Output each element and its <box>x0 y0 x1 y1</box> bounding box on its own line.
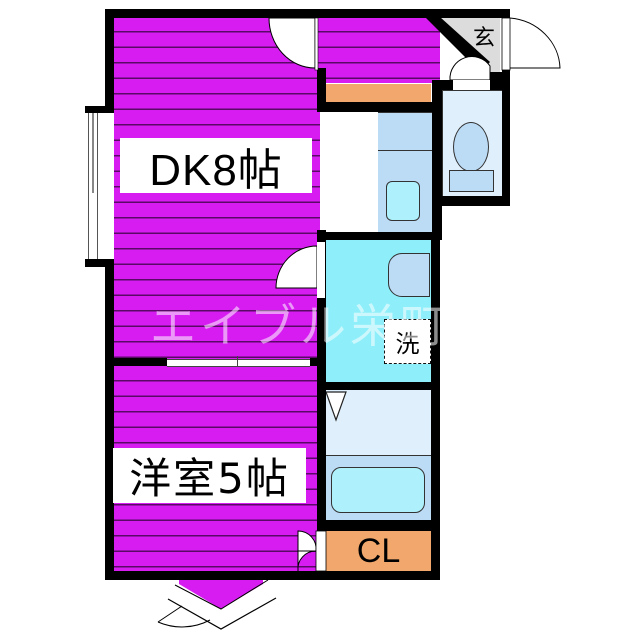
closet-label: CL <box>356 531 401 570</box>
washer-space: 洗 <box>384 319 431 364</box>
wall-divider-dk-west <box>114 358 167 366</box>
upper-corridor-floor <box>320 17 440 83</box>
washer-label: 洗 <box>395 330 420 358</box>
western-room-label: 洋室5帖 <box>113 448 306 503</box>
wall-top <box>105 9 510 18</box>
dk-room-label: DK8帖 <box>120 138 312 195</box>
washbasin-icon <box>388 253 430 297</box>
entrance-label: 玄 <box>473 26 496 51</box>
wall-bottom <box>105 571 440 580</box>
toilet-tank-icon <box>449 170 494 192</box>
watermark: エイブル栄町 <box>150 299 450 353</box>
wall-left-mid <box>105 259 114 579</box>
bathtub-icon <box>331 467 425 513</box>
toilet-bowl-icon <box>453 122 489 172</box>
storage-strip <box>326 84 431 102</box>
wall-left-upper <box>105 9 114 109</box>
wall-center-vertical <box>317 230 326 580</box>
sink-icon <box>386 181 420 221</box>
sliding-door[interactable] <box>167 359 310 367</box>
closet: CL <box>326 531 431 571</box>
